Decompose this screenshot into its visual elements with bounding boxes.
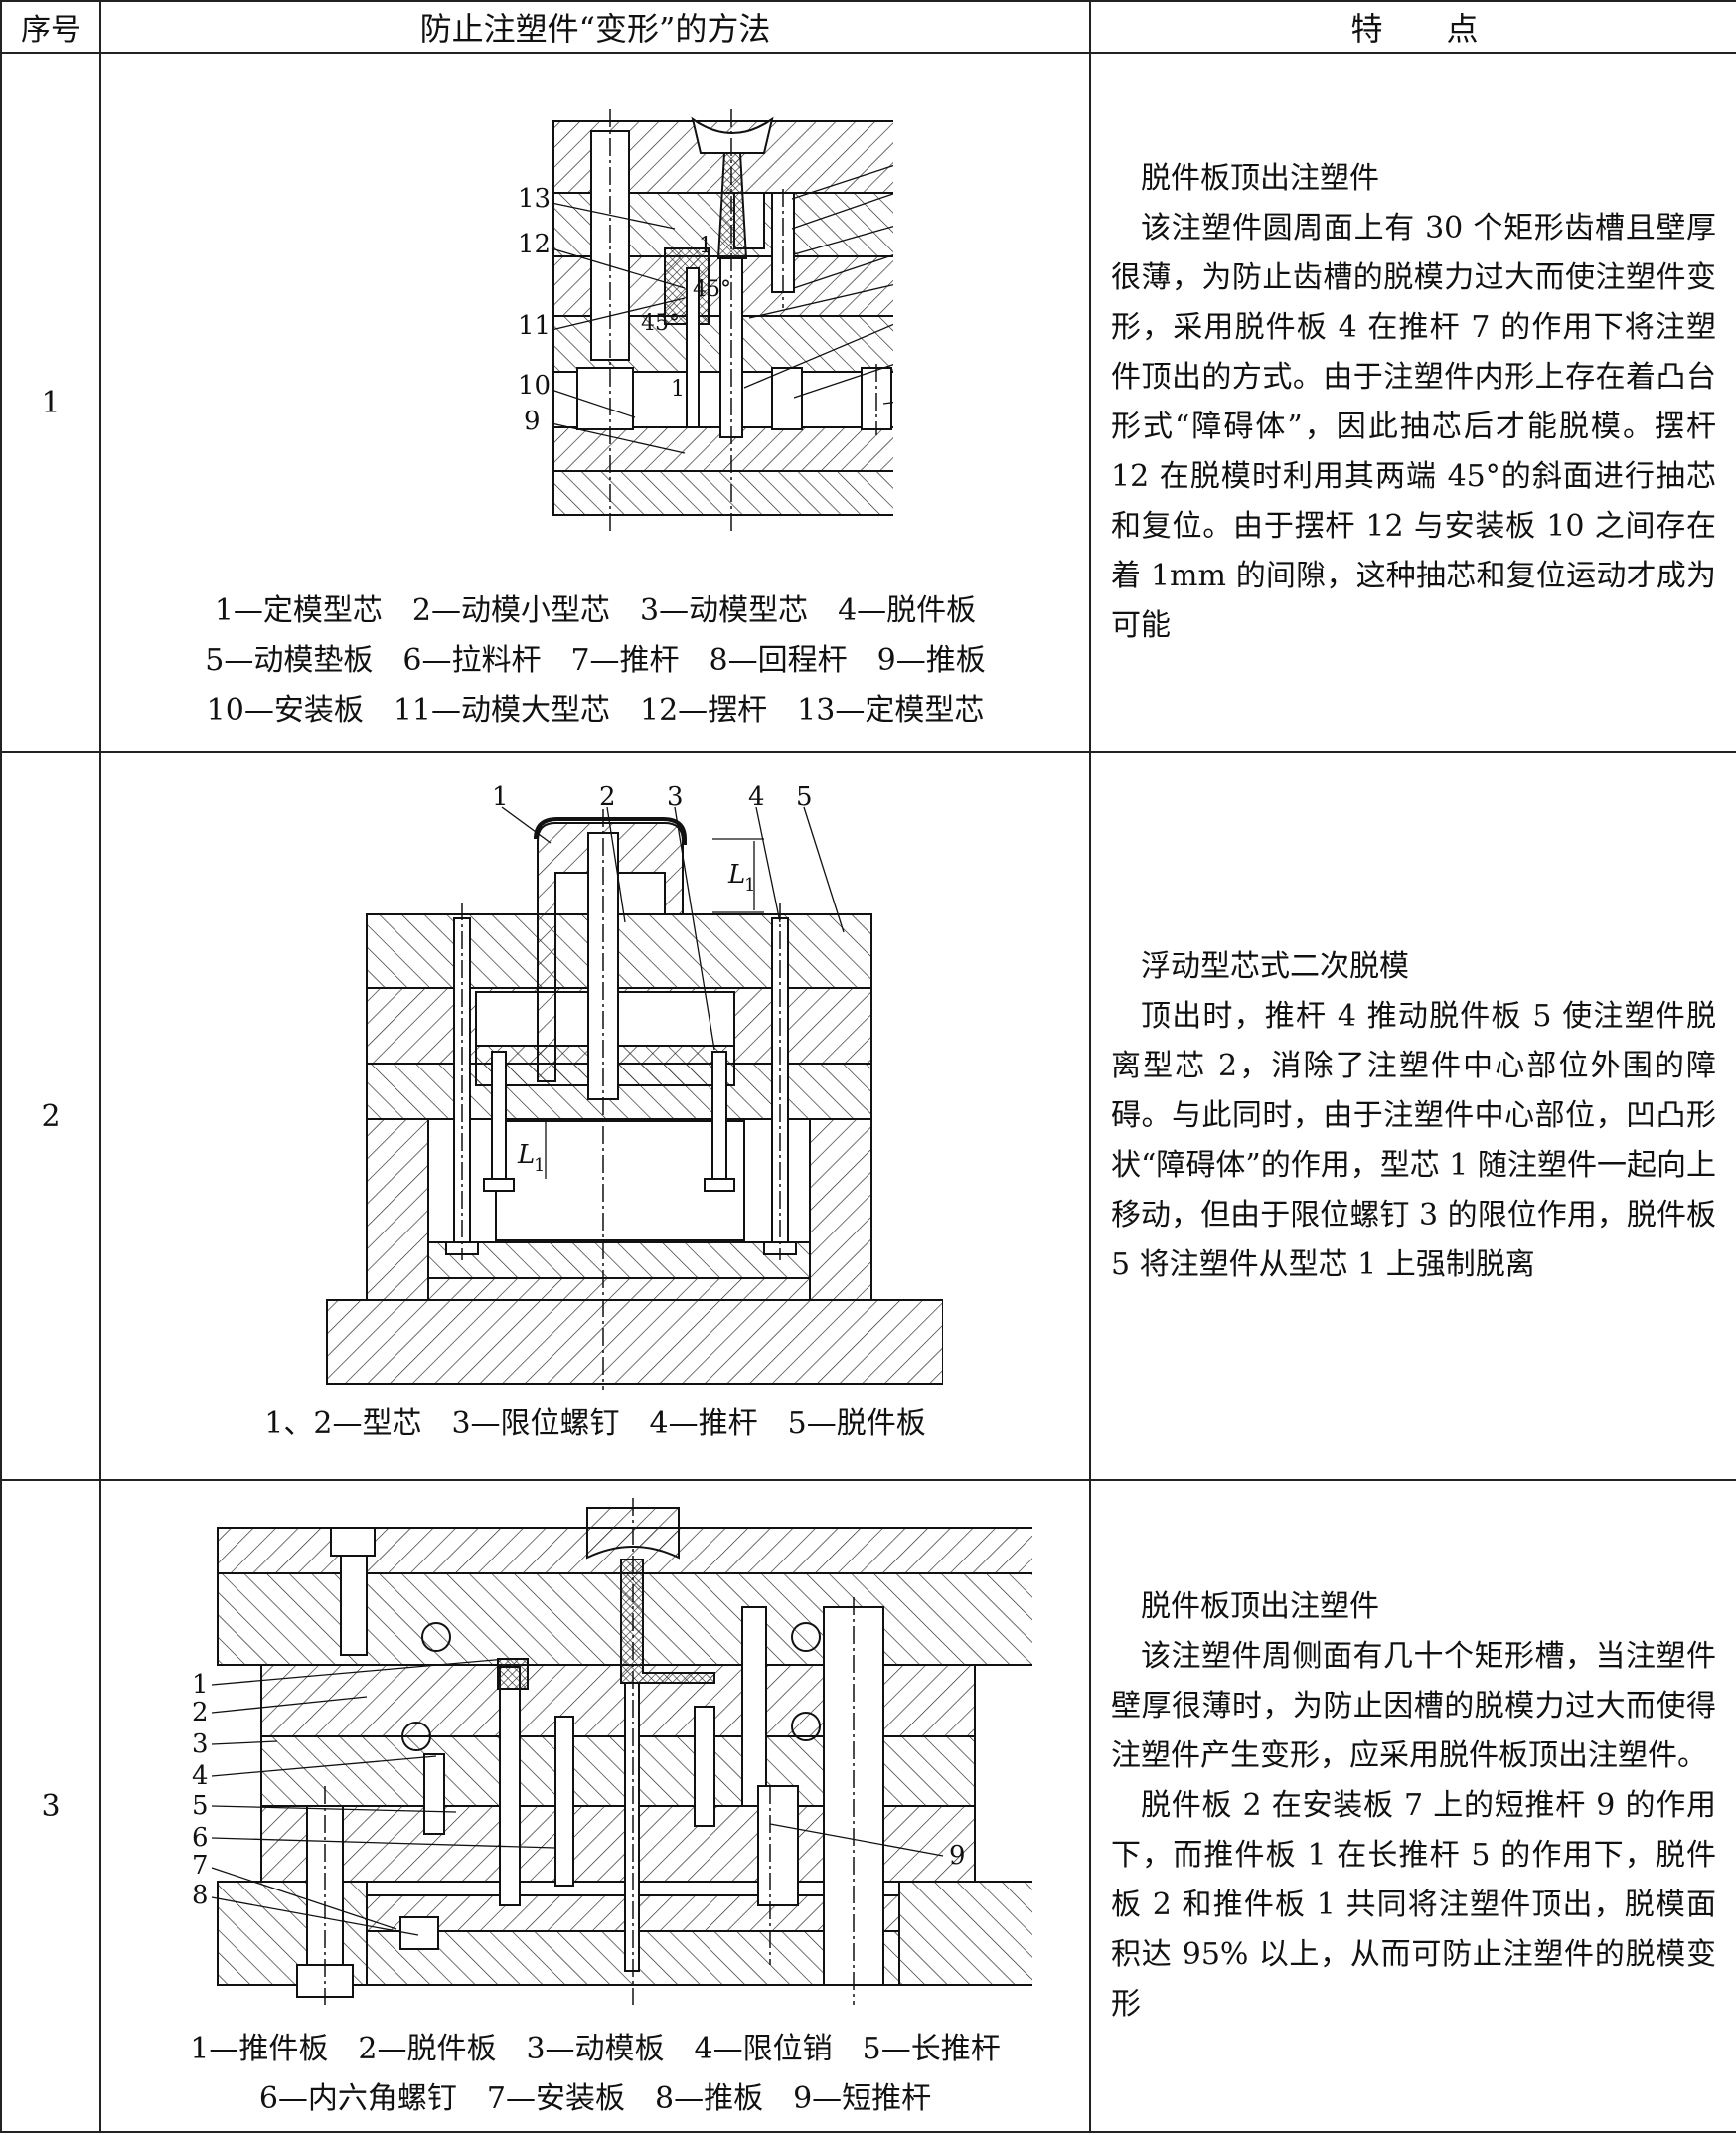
- feature-text: 该注塑件周侧面有几十个矩形槽，当注塑件壁厚很薄时，为防止因槽的脱模力过大而使得注…: [1111, 1639, 1716, 1773]
- table-header-row: 序号 防止注塑件“变形”的方法 特 点: [0, 0, 1736, 54]
- callout: 7: [192, 1851, 209, 1881]
- callout: 4: [192, 1761, 209, 1791]
- caption-line: 1—推件板 2—脱件板 3—动模板 4—限位销 5—长推杆: [190, 2032, 1001, 2066]
- row-index: 3: [0, 1479, 101, 2133]
- dim-sub: 1: [744, 875, 755, 896]
- header-index: 序号: [0, 0, 101, 54]
- callout: 2: [599, 783, 616, 812]
- callouts-3: 1 2 3 4 5 6 7 8 9: [192, 1670, 966, 1910]
- table-row: 1: [0, 52, 1736, 753]
- callout: 2: [192, 1698, 209, 1727]
- callout: 11: [518, 311, 551, 341]
- mold-drawing-2: 1 2 3 4 5 L 1 L 1: [326, 783, 943, 1390]
- mold-drawing-3: 1 2 3 4 5 6 7 8 9: [192, 1498, 1032, 2005]
- callout: 1: [492, 783, 509, 812]
- method-cell: 1 2 3 4 5 6 7 8 9 1—推件板 2—脱件板 3—动模板 4—限位…: [99, 1479, 1091, 2133]
- dim-label: L: [727, 860, 745, 890]
- callout: 5: [796, 783, 813, 812]
- caption-line: 1—定模型芯 2—动模小型芯 3—动模型芯 4—脱件板: [214, 593, 977, 628]
- feature-cell: 浮动型芯式二次脱模 顶出时，推杆 4 推动脱件板 5 使注塑件脱离型芯 2，消除…: [1089, 751, 1736, 1481]
- header-method: 防止注塑件“变形”的方法: [99, 0, 1091, 54]
- callout: 5: [192, 1791, 209, 1821]
- callout: 3: [192, 1729, 209, 1759]
- callout: 8: [192, 1881, 209, 1910]
- method-cell: 1 2 3 4 5 L 1 L 1 1、2—型芯 3—限位螺钉 4—推杆 5—脱…: [99, 751, 1091, 1481]
- feature-title: 脱件板顶出注塑件: [1141, 1589, 1379, 1624]
- callout: 1: [192, 1670, 209, 1700]
- callout: 9: [524, 407, 541, 436]
- caption-line: 10—安装板 11—动模大型芯 12—摆杆 13—定模型芯: [206, 693, 985, 728]
- feature-text: 顶出时，推杆 4 推动脱件板 5 使注塑件脱离型芯 2，消除了注塑件中心部位外围…: [1111, 999, 1716, 1282]
- method-cell: 1 2 3 4 5 6 7 8 9 10 11 12 13 45°: [99, 52, 1091, 753]
- callout: 9: [949, 1841, 966, 1871]
- callout: 3: [667, 783, 684, 812]
- table-row: 3: [0, 1479, 1736, 2133]
- callout: 4: [748, 783, 765, 812]
- header-feature: 特 点: [1089, 0, 1736, 54]
- feature-text: 该注塑件圆周面上有 30 个矩形齿槽且壁厚很薄，为防止齿槽的脱模力过大而使注塑件…: [1111, 211, 1716, 643]
- feature-cell: 脱件板顶出注塑件 该注塑件周侧面有几十个矩形槽，当注塑件壁厚很薄时，为防止因槽的…: [1089, 1479, 1736, 2133]
- callout: 6: [192, 1823, 209, 1853]
- feature-title: 浮动型芯式二次脱模: [1141, 949, 1409, 984]
- row-index: 1: [0, 52, 101, 753]
- gap-label: 1: [699, 234, 712, 258]
- figure-1: 1 2 3 4 5 6 7 8 9 10 11 12 13 45°: [101, 70, 1089, 736]
- callouts-2: 1 2 3 4 5 L 1 L 1: [492, 783, 813, 1176]
- caption-line: 1、2—型芯 3—限位螺钉 4—推杆 5—脱件板: [264, 1406, 926, 1441]
- caption-line: 5—动模垫板 6—拉料杆 7—推杆 8—回程杆 9—推板: [205, 643, 986, 678]
- figure-2: 1 2 3 4 5 L 1 L 1 1、2—型芯 3—限位螺钉 4—推杆 5—脱…: [101, 783, 1089, 1449]
- callout: 13: [518, 184, 551, 214]
- dim-label: L: [517, 1140, 535, 1170]
- angle-label: 45°: [641, 311, 680, 336]
- figure-3: 1 2 3 4 5 6 7 8 9 1—推件板 2—脱件板 3—动模板 4—限位…: [101, 1488, 1089, 2124]
- callouts-1: 1 2 3 4 5 6 7 8 9 10 11 12 13 45°: [518, 184, 731, 436]
- callout: 12: [518, 230, 551, 259]
- caption-line: 6—内六角螺钉 7—安装板 8—推板 9—短推杆: [258, 2081, 932, 2116]
- feature-title: 脱件板顶出注塑件: [1141, 161, 1379, 196]
- feature-text: 脱件板 2 在安装板 7 上的短推杆 9 的作用下，而推件板 1 在长推杆 5 …: [1111, 1788, 1716, 2022]
- gap-label: 1: [671, 377, 685, 402]
- dim-sub: 1: [534, 1155, 545, 1176]
- feature-cell: 脱件板顶出注塑件 该注塑件圆周面上有 30 个矩形齿槽且壁厚很薄，为防止齿槽的脱…: [1089, 52, 1736, 753]
- row-index: 2: [0, 751, 101, 1481]
- callout: 10: [518, 371, 551, 401]
- table-row: 2: [0, 751, 1736, 1481]
- angle-label: 45°: [693, 277, 731, 302]
- mold-drawing-1: 1 2 3 4 5 6 7 8 9 10 11 12 13 45°: [518, 109, 893, 533]
